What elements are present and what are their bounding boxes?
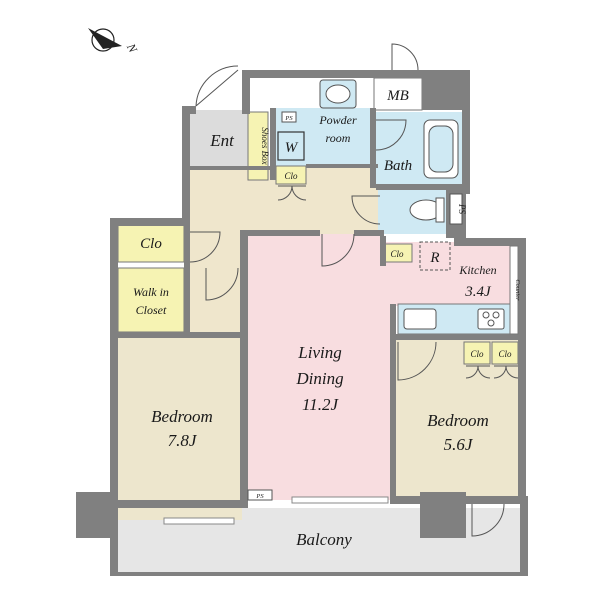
- dining-label: Dining: [295, 369, 343, 388]
- counter-label: Counter: [514, 279, 521, 301]
- closet-right-1: [463, 341, 491, 365]
- entrance-label: Ent: [209, 131, 235, 150]
- doors: [189, 43, 519, 537]
- balcony-right-door: [471, 503, 505, 537]
- living-floor: [246, 234, 392, 500]
- closet-left-top: [117, 223, 185, 263]
- bedroom-left-size: 7.8J: [168, 431, 198, 450]
- ps-label-1: PS: [284, 115, 293, 122]
- compass-north-label: N: [123, 40, 140, 55]
- closet-right-1-label: Clo: [470, 349, 484, 359]
- balcony-label: Balcony: [296, 530, 352, 549]
- washer-icon: [277, 131, 305, 161]
- right-closet-doors: [465, 365, 519, 379]
- kitchen-floor: [384, 242, 520, 306]
- washer-label: W: [285, 140, 299, 156]
- sink-basin-icon: [325, 84, 351, 104]
- toilet-door: [351, 195, 381, 225]
- walk-in-closet-label-2: Closet: [136, 303, 167, 317]
- bedroom-right-floor: [396, 340, 520, 500]
- closet-kitchen-label: Clo: [390, 249, 404, 259]
- bath-door: [375, 119, 407, 151]
- shoes-box-floor: [247, 111, 269, 181]
- windows: [163, 496, 389, 525]
- ps-label-3: PS: [255, 493, 264, 500]
- labels: Balcony Bedroom 7.8J Living Dining 11.2J…: [133, 88, 521, 549]
- living-label: Living: [297, 343, 341, 362]
- living-door: [321, 233, 355, 267]
- walk-in-door: [205, 267, 239, 301]
- walk-in-closet-floor: [117, 267, 185, 333]
- ps-box-1: [281, 111, 297, 123]
- right-bedroom-door: [397, 341, 437, 381]
- bedroom-left-floor: [118, 338, 242, 520]
- closet-left-label: Clo: [140, 236, 162, 252]
- bedroom-left-label: Bedroom: [151, 407, 213, 426]
- entrance-floor: [188, 110, 248, 168]
- fixtures: [247, 79, 519, 501]
- compass-needle-icon: [88, 28, 122, 49]
- walls: [76, 70, 528, 576]
- bedroom-right-size: 5.6J: [444, 435, 474, 454]
- powder-room-label-1: Powder: [318, 113, 357, 127]
- floors: [117, 77, 520, 574]
- ps-box-2: [449, 193, 463, 225]
- living-size: 11.2J: [302, 395, 339, 414]
- kitchen-label: Kitchen: [458, 263, 496, 277]
- bedroom-right-label: Bedroom: [427, 411, 489, 430]
- refrigerator-label: R: [429, 250, 439, 266]
- corridor-door-1: [189, 231, 221, 263]
- counter-strip: [509, 245, 519, 335]
- entrance-door: [195, 65, 239, 107]
- mb-label: MB: [386, 88, 409, 104]
- stove-icon: [477, 308, 505, 330]
- powder-room-label-2: room: [326, 131, 351, 145]
- closet-hall-label: Clo: [284, 171, 298, 181]
- closet-right-2-label: Clo: [498, 349, 512, 359]
- walk-in-closet-label-1: Walk in: [133, 285, 169, 299]
- kitchen-size: 3.4J: [464, 284, 492, 300]
- bath-label: Bath: [384, 158, 412, 174]
- kitchen-sink-icon: [403, 308, 437, 330]
- top-right-door: [391, 43, 419, 71]
- corridor-floor: [184, 230, 244, 340]
- shoes-box-label: Shoes Box: [260, 127, 270, 164]
- refrigerator-icon: [419, 241, 451, 271]
- hall-closet-doors: [277, 185, 307, 201]
- ps-label-2: PS: [457, 203, 467, 214]
- ps-box-3: [247, 489, 273, 501]
- mb-box-floor: [373, 77, 423, 111]
- compass: N: [88, 28, 141, 56]
